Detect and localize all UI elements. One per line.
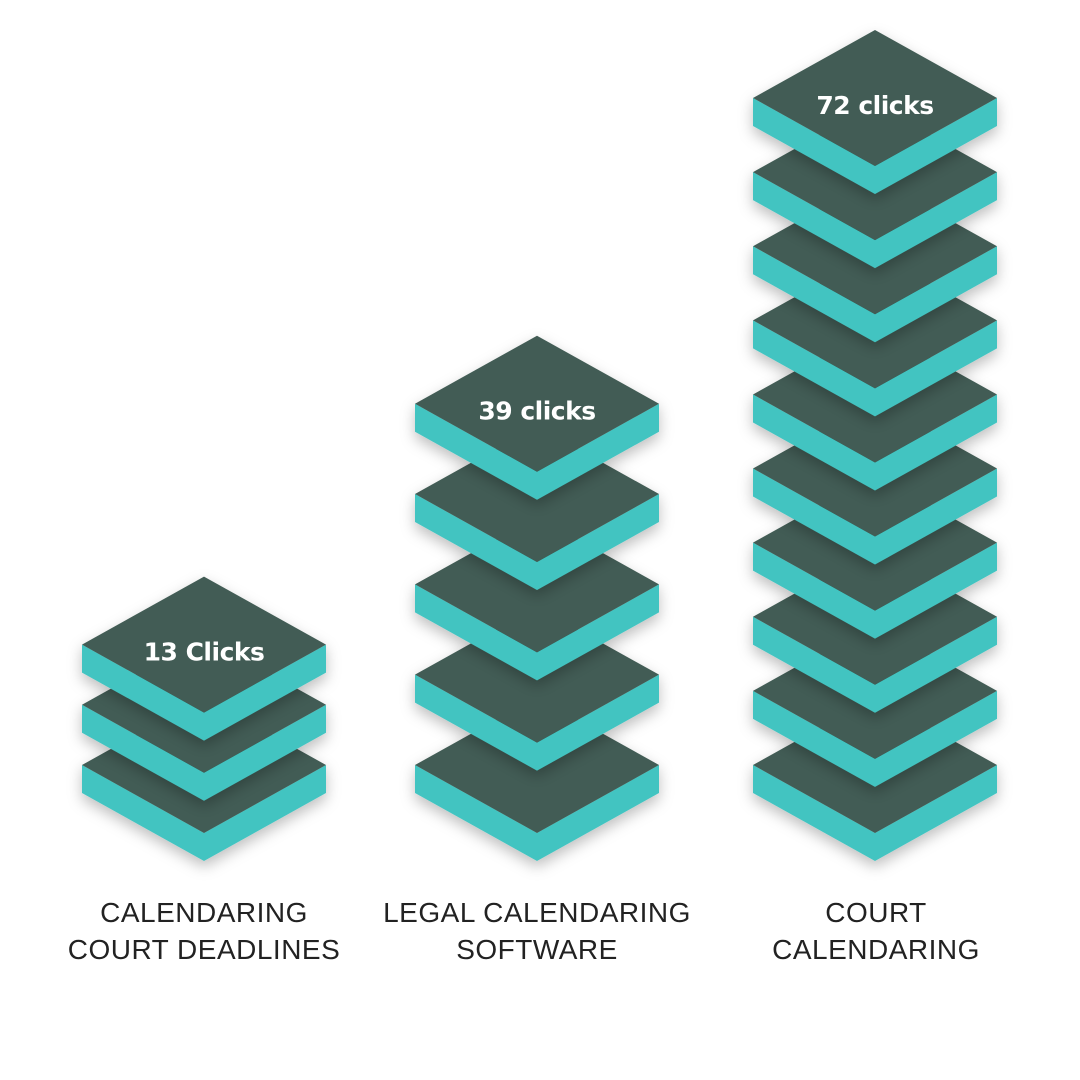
stack-tile: [82, 576, 326, 741]
category-label-line: COURT DEADLINES: [67, 934, 341, 965]
category-label-line: CALENDARING: [100, 897, 308, 928]
value-label: 13 Clicks: [144, 638, 265, 667]
stack-tile: [753, 30, 997, 194]
category-label-line: SOFTWARE: [456, 934, 618, 965]
tile-side: [753, 542, 997, 639]
tile-side: [82, 644, 326, 741]
tile-side: [415, 403, 659, 500]
tile-side: [415, 494, 659, 591]
tile-top: [82, 576, 326, 713]
tile-side: [753, 765, 997, 861]
value-label: 39 clicks: [478, 397, 595, 426]
category-label-line: COURT: [825, 897, 927, 928]
tile-top: [753, 30, 997, 166]
tile-stack-bar: [753, 30, 997, 861]
tile-side: [753, 616, 997, 713]
tile-side: [415, 674, 659, 771]
tile-side: [753, 320, 997, 417]
tile-stack-bar: [82, 576, 326, 861]
category-label-legal-calendaring-software: LEGAL CALENDARING SOFTWARE: [367, 894, 707, 968]
category-label-court-calendaring: COURT CALENDARING: [706, 894, 1046, 968]
category-label-line: LEGAL CALENDARING: [383, 897, 691, 928]
tile-side: [753, 468, 997, 565]
tile-side: [753, 246, 997, 343]
tile-side: [415, 584, 659, 681]
tile-side: [415, 765, 659, 861]
tile-side: [753, 98, 997, 194]
tile-side: [753, 394, 997, 491]
tile-top: [415, 335, 659, 472]
tile-side: [753, 172, 997, 269]
tile-side: [82, 704, 326, 801]
category-label-calendaring-court-deadlines: CALENDARING COURT DEADLINES: [34, 894, 374, 968]
category-label-line: CALENDARING: [772, 934, 980, 965]
tile-side: [753, 690, 997, 787]
tile-side: [82, 765, 326, 861]
tile-stacks: [82, 30, 997, 861]
tile-stack-bar: [415, 335, 659, 861]
value-labels: 13 Clicks 39 clicks 72 clicks: [144, 91, 935, 667]
value-label: 72 clicks: [816, 91, 933, 120]
stack-tile: [415, 335, 659, 500]
